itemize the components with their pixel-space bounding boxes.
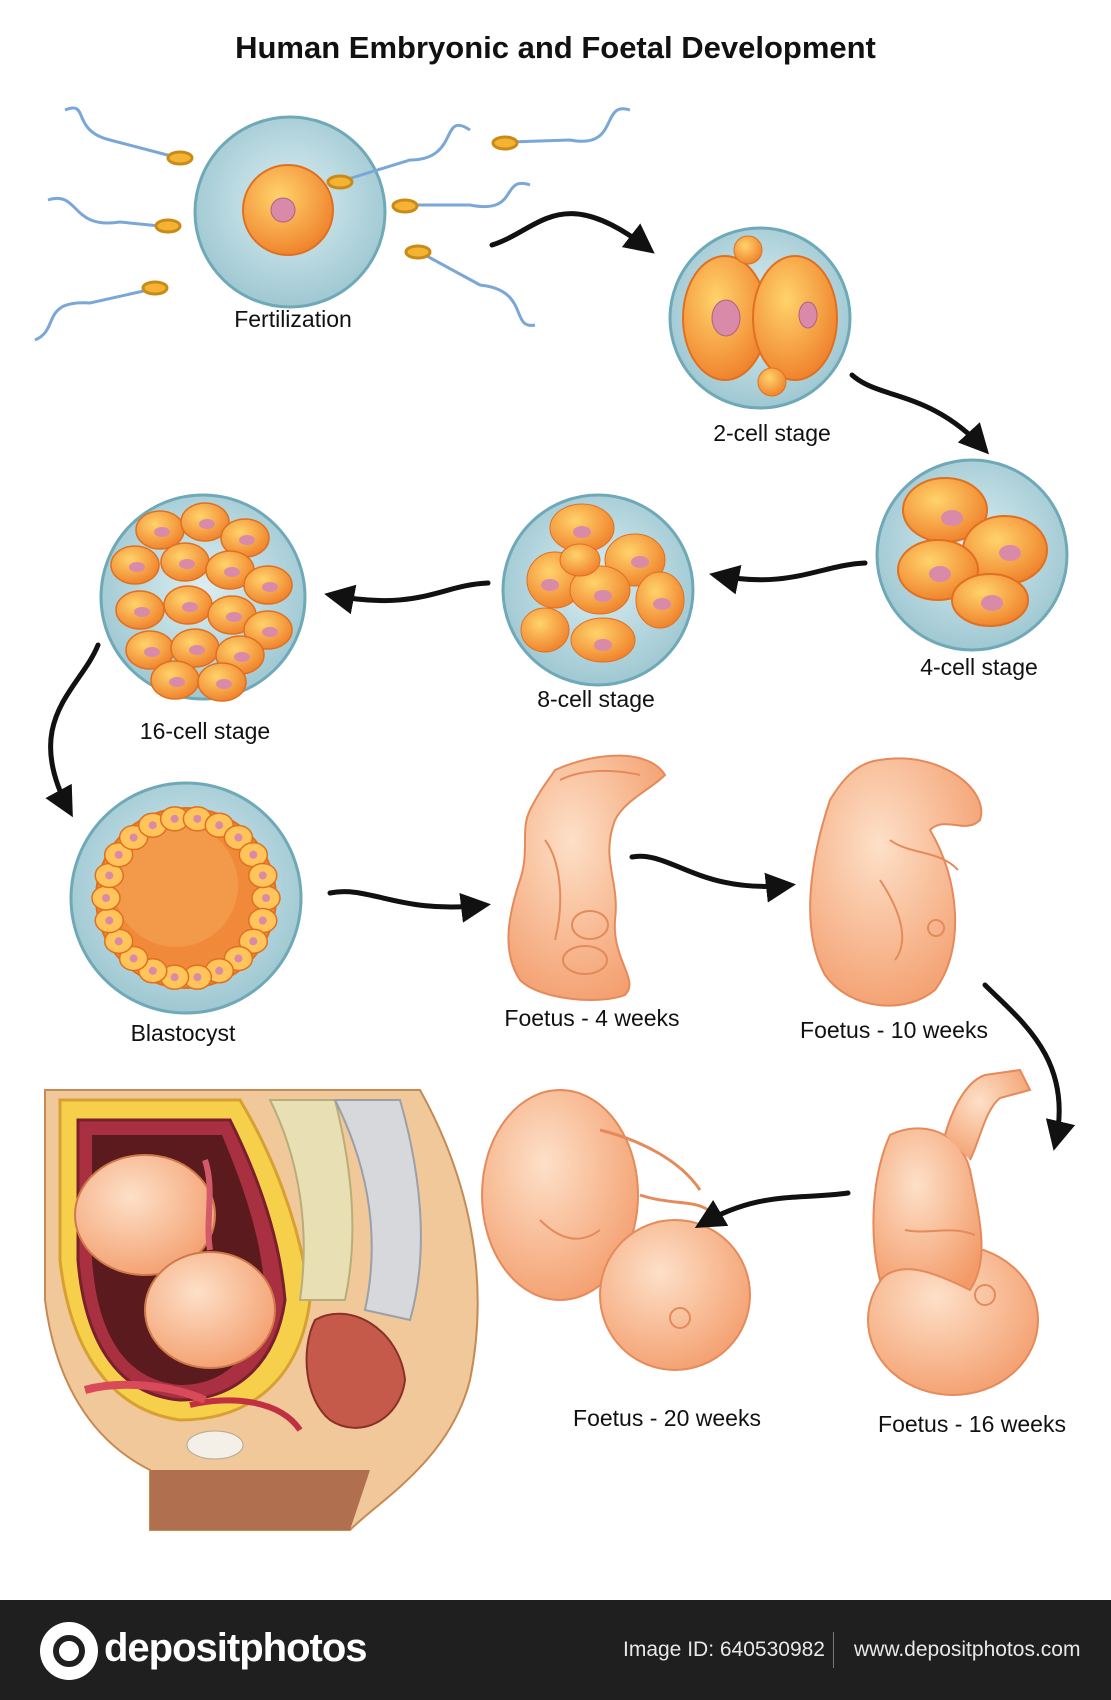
foetus-20-weeks-illustration bbox=[481, 1089, 751, 1371]
page-title: Human Embryonic and Foetal Development bbox=[235, 30, 876, 65]
arrow-16weeks-to-20weeks bbox=[694, 1190, 851, 1229]
foetus-10-weeks-illustration bbox=[809, 757, 983, 1007]
arrow-10weeks-to-16weeks bbox=[982, 982, 1076, 1151]
depositphotos-logo-icon bbox=[40, 1622, 98, 1680]
four-cell-illustration bbox=[875, 458, 1069, 652]
arrow-4cell-to-8cell bbox=[709, 560, 868, 595]
blastocyst-illustration bbox=[69, 781, 303, 1015]
footer-url[interactable]: www.depositphotos.com bbox=[854, 1638, 1081, 1661]
footer-bar: depositphotos Image ID: 640530982 www.de… bbox=[0, 1600, 1111, 1700]
foetus-4-weeks-illustration bbox=[507, 754, 667, 1001]
label-2-cell-stage: 2-cell stage bbox=[713, 420, 831, 446]
label-foetus-16-weeks: Foetus - 16 weeks bbox=[878, 1411, 1066, 1437]
two-cell-illustration bbox=[668, 226, 852, 410]
sixteen-cell-illustration bbox=[99, 493, 307, 702]
arrow-16cell-to-blastocyst bbox=[45, 642, 101, 818]
uterus-cross-section-illustration bbox=[44, 1089, 479, 1531]
label-blastocyst: Blastocyst bbox=[130, 1020, 236, 1046]
foetus-16-weeks-illustration bbox=[867, 1068, 1039, 1396]
label-foetus-10-weeks: Foetus - 10 weeks bbox=[800, 1017, 988, 1043]
progression-arrows bbox=[45, 211, 1076, 1229]
label-fertilization: Fertilization bbox=[234, 306, 352, 332]
label-foetus-20-weeks: Foetus - 20 weeks bbox=[573, 1405, 761, 1431]
arrow-fertilization-to-2cell bbox=[489, 211, 655, 254]
arrow-4weeks-to-10weeks bbox=[629, 853, 796, 903]
label-8-cell-stage: 8-cell stage bbox=[537, 686, 655, 712]
label-foetus-4-weeks: Foetus - 4 weeks bbox=[504, 1005, 680, 1031]
footer-brand: depositphotos bbox=[104, 1626, 368, 1670]
eight-cell-illustration bbox=[501, 493, 695, 687]
footer-image-id: Image ID: 640530982 bbox=[623, 1638, 825, 1661]
label-4-cell-stage: 4-cell stage bbox=[920, 654, 1038, 680]
sperm-cells bbox=[34, 106, 631, 342]
fertilization-illustration bbox=[34, 106, 631, 342]
label-16-cell-stage: 16-cell stage bbox=[139, 718, 271, 744]
arrow-2cell-to-4cell bbox=[849, 372, 990, 455]
arrow-blastocyst-to-4weeks bbox=[327, 889, 491, 923]
footer-separator bbox=[833, 1632, 834, 1668]
arrow-8cell-to-16cell bbox=[324, 580, 491, 615]
